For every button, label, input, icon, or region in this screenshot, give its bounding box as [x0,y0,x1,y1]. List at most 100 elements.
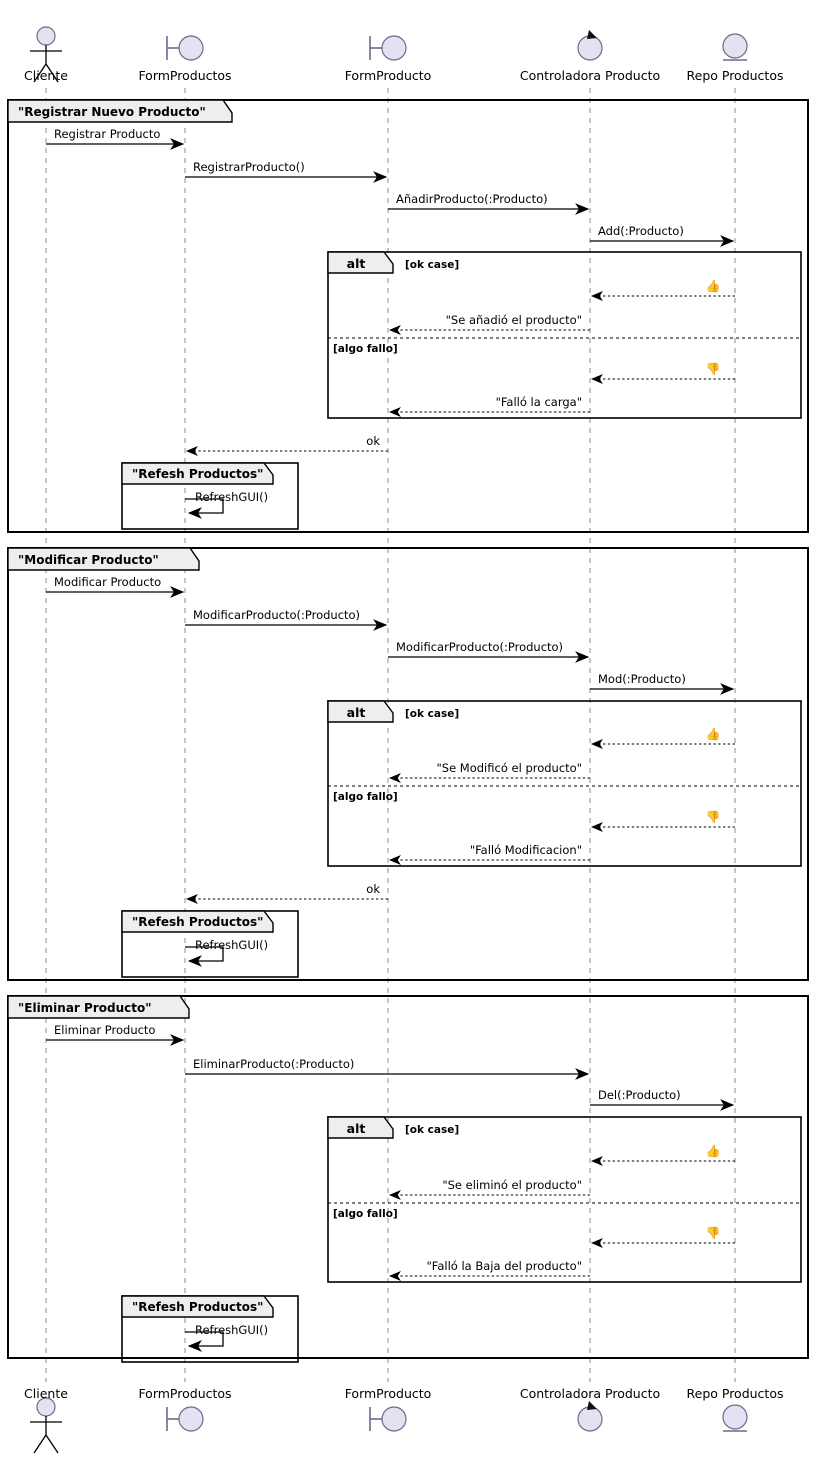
self-message-2: RefreshGUI() [185,938,268,967]
message-label: "Se añadió el producto" [446,313,582,327]
refresh-fragment-3-label: "Refesh Productos" [132,1300,263,1314]
alt-fragment-2: alt [ok case] [algo fallo] [327,700,802,867]
refresh-fragment-2: "Refesh Productos" [121,910,299,978]
fragment-2: "Modificar Producto" [7,547,809,981]
alt-branch-1: 👍 "Se Modificó el producto" [389,727,735,783]
alt-branch-2: 👎 "Falló la carga" [389,362,735,417]
message-label: AñadirProducto(:Producto) [396,192,548,206]
refresh-fragment-1: "Refesh Productos" [121,462,299,530]
refresh-fragment-2-tab [121,910,274,933]
refresh-fragment-2-label: "Refesh Productos" [132,915,263,929]
control-circle-icon [577,35,603,61]
message-label: "Falló Modificacion" [470,843,582,857]
participant-label: Controladora Producto [520,1386,660,1401]
fragment-1: "Registrar Nuevo Producto" [7,99,809,533]
participant-footer-formproductos[interactable]: FormProductos [138,1386,232,1432]
alt-guard-label: [ok case] [405,259,459,271]
alt-tab [327,1116,394,1139]
lifelines-layer [45,88,736,1382]
participant-label: Repo Productos [687,1386,784,1401]
alt-branch-1: 👍 "Se añadió el producto" [389,279,735,335]
self-call-arrow [185,1331,224,1352]
self-message-1: RefreshGUI() [185,490,268,519]
message-label-thumbs-up-icon: 👍 [706,279,721,293]
alt-branch-2: 👎 "Falló Modificacion" [389,810,735,865]
refresh-fragment-1-tab [121,462,274,485]
alt-operator-label: alt [347,1121,366,1136]
self-call-arrow [185,498,224,519]
participant-footer-cliente[interactable]: Cliente [24,1386,68,1454]
participant-label: FormProducto [345,68,432,83]
alt-guard-label: [algo fallo] [333,343,398,355]
message-label: "Se eliminó el producto" [442,1178,582,1192]
message-label: "Falló la carga" [496,395,582,409]
message-label: "Se Modificó el producto" [436,761,582,775]
entity-circle-icon [722,33,748,59]
participant-label: Repo Productos [687,68,784,83]
fragment-3: "Eliminar Producto" [7,995,809,1359]
alt-fragment-1: alt[ok case][algo fallo] [327,251,802,419]
participant-footer-formproducto[interactable]: FormProducto [345,1386,432,1432]
participant-label: Cliente [24,68,68,83]
control-circle-icon [577,1406,603,1432]
participant-heads-layer: ClienteClienteFormProductosFormProductos… [24,26,784,1454]
message-label: ok [366,434,380,448]
message-label: "Falló la Baja del producto" [427,1259,583,1273]
alt-operator-label: alt [347,705,366,720]
message-label-thumbs-down-icon: 👎 [706,1226,721,1240]
message-label: RegistrarProducto() [193,160,305,174]
participant-label: FormProductos [138,1386,231,1401]
self-call-label: RefreshGUI() [195,1323,268,1337]
refresh-fragment-1-label: "Refesh Productos" [132,467,263,481]
message-label: Del(:Producto) [598,1088,681,1102]
group-fragment-2-box [7,547,809,981]
alt-guard-label: [ok case] [405,1124,459,1136]
message-label: Mod(:Producto) [598,672,686,686]
message-label: Eliminar Producto [54,1023,155,1037]
participant-footer-controladora-producto[interactable]: Controladora Producto [520,1386,660,1432]
message-label-thumbs-up-icon: 👍 [706,727,721,741]
group-fragment-3-box [7,995,809,1359]
alt-branch-2: 👎 "Falló la Baja del producto" [389,1226,735,1281]
alt-guard-label: [algo fallo] [333,791,398,803]
message-label: Modificar Producto [54,575,161,589]
message-label: ModificarProducto(:Producto) [193,608,360,622]
message-label-thumbs-down-icon: 👎 [706,362,721,376]
participant-label: Cliente [24,1386,68,1401]
participant-cliente[interactable]: Cliente [24,26,68,83]
fragments-layer: "Registrar Nuevo Producto" alt [ok case] [a… [7,99,809,1363]
message-label-thumbs-down-icon: 👎 [706,810,721,824]
alt-box [327,1116,802,1283]
alt-guard-label: [algo fallo] [333,1208,398,1220]
alt-fragment-3: alt [ok case] [algo fallo] [327,1116,802,1283]
participant-label: FormProducto [345,1386,432,1401]
message-label-thumbs-up-icon: 👍 [706,1144,721,1158]
message-label: ok [366,882,380,896]
participant-formproductos[interactable]: FormProductos [138,35,232,83]
participant-label: Controladora Producto [520,68,660,83]
messages-fragment-1: Registrar ProductoRegistrarProducto()Aña… [46,127,735,456]
refresh-fragment-3-tab [121,1295,274,1318]
participant-formproducto[interactable]: FormProducto [345,35,432,83]
boundary-circle-icon [381,1406,407,1432]
alt-tab [327,251,394,274]
participant-footer-repo-productos[interactable]: Repo Productos [687,1386,784,1432]
self-message-3: RefreshGUI() [185,1323,268,1352]
entity-circle-icon [722,1404,748,1430]
boundary-circle-icon [178,35,204,61]
group-fragment-2-tab [7,547,200,571]
self-call-label: RefreshGUI() [195,490,268,504]
refresh-fragment-3: "Refesh Productos" [121,1295,299,1363]
alt-branch-1: 👍 "Se eliminó el producto" [389,1144,735,1200]
participant-repo-productos[interactable]: Repo Productos [687,33,784,83]
participant-controladora-producto[interactable]: Controladora Producto [520,30,660,83]
participant-label: FormProductos [138,68,231,83]
message-label: EliminarProducto(:Producto) [193,1057,354,1071]
self-call-label: RefreshGUI() [195,938,268,952]
alt-box [327,251,802,419]
group-fragment-1-box [7,99,809,533]
alt-guard-label: [ok case] [405,708,459,720]
boundary-circle-icon [178,1406,204,1432]
